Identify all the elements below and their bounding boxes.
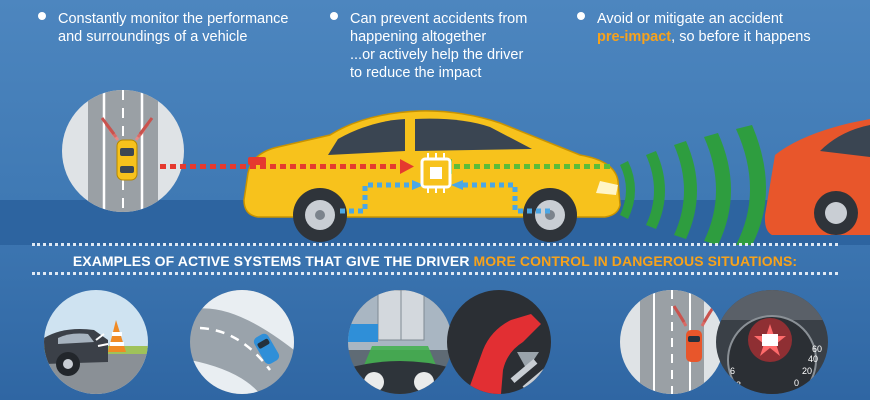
orange-car <box>764 119 870 235</box>
bullet-prevent: Can prevent accidents from happening alt… <box>330 10 527 82</box>
brake-pedal-icon <box>467 314 550 394</box>
bullet-monitor: Constantly monitor the performance and s… <box>38 10 289 46</box>
bullet-mitigate: Avoid or mitigate an accident pre-impact… <box>577 10 811 46</box>
speed-tick: 20 <box>802 366 812 376</box>
speed-tick: 60 <box>812 344 822 354</box>
blue-arrows <box>340 182 550 214</box>
radar-waves-icon <box>100 117 154 141</box>
warning-light-icon <box>748 318 792 362</box>
processor-chip-icon <box>420 153 452 193</box>
bullet-dot <box>38 12 46 20</box>
speed-tick: 8 <box>736 380 741 390</box>
divider-top <box>32 243 838 246</box>
car-top-icon <box>686 330 702 362</box>
red-arrow <box>160 159 414 174</box>
speed-tick: 6 <box>730 366 735 376</box>
example-brake-circle <box>447 290 551 394</box>
bullet-dot <box>577 12 585 20</box>
example-truck-circle <box>348 290 452 394</box>
radar-waves-icon <box>620 125 766 245</box>
example-slippery-circle <box>190 290 294 394</box>
bullet-dot <box>330 12 338 20</box>
traffic-cone-icon <box>108 320 126 352</box>
car-top-icon <box>253 333 280 365</box>
example-lane-circle <box>620 290 724 394</box>
pre-impact-highlight: pre-impact <box>597 29 672 45</box>
example-dashboard-circle: 40 60 20 0 6 8 <box>716 290 828 394</box>
examples-heading: EXAMPLES OF ACTIVE SYSTEMS THAT GIVE THE… <box>72 253 798 269</box>
speed-tick: 40 <box>808 354 818 364</box>
speed-tick: 0 <box>794 378 799 388</box>
divider-bottom <box>32 272 838 275</box>
car-top-icon <box>116 139 138 181</box>
car-scene <box>160 110 870 245</box>
example-collision-circle <box>44 290 148 394</box>
radar-waves-icon <box>672 305 716 327</box>
road-circle-monitor <box>62 90 184 212</box>
